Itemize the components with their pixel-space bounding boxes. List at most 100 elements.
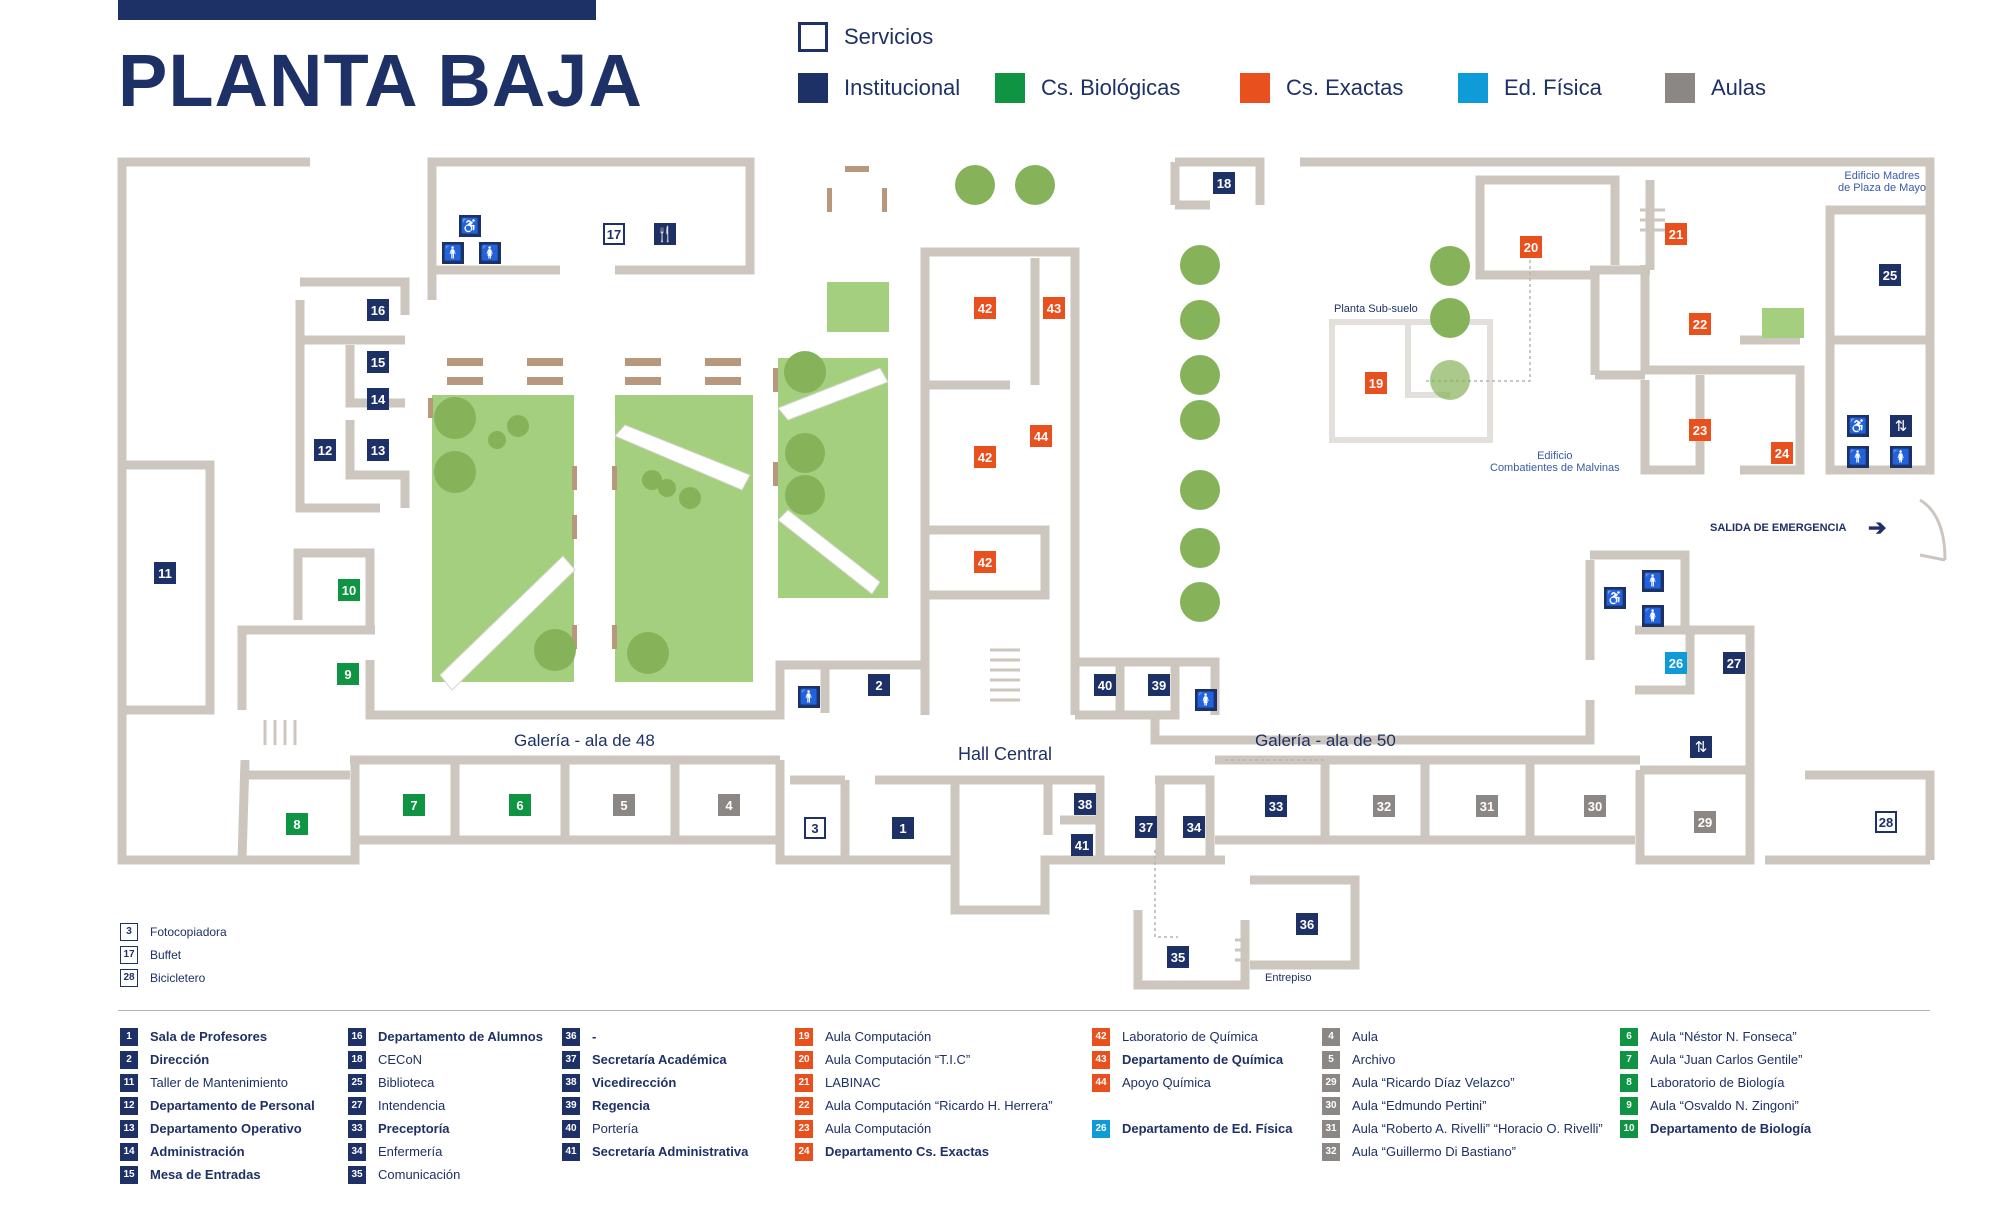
index-label: Portería (592, 1121, 639, 1136)
index-label: Aula “Ricardo Díaz Velazco” (1352, 1075, 1515, 1090)
index-number: 5 (1322, 1050, 1340, 1069)
room-marker-16[interactable]: 16 (367, 299, 389, 321)
service-label: Fotocopiadora (150, 924, 227, 939)
room-marker-42[interactable]: 42 (974, 446, 996, 468)
index-label: Aula “Edmundo Pertini” (1352, 1098, 1487, 1113)
room-marker-34[interactable]: 34 (1183, 816, 1205, 838)
room-marker-44[interactable]: 44 (1030, 425, 1052, 447)
room-marker-37[interactable]: 37 (1135, 816, 1157, 838)
room-marker-15[interactable]: 15 (367, 351, 389, 373)
index-number: 10 (1620, 1119, 1638, 1138)
wheelchair-icon: ♿ (459, 215, 481, 237)
index-label: Aula “Juan Carlos Gentile” (1650, 1052, 1803, 1067)
index-number: 13 (120, 1119, 138, 1138)
room-marker-17[interactable]: 17 (603, 223, 625, 245)
service-number: 28 (120, 968, 138, 987)
index-number: 24 (795, 1142, 813, 1161)
index-number: 33 (348, 1119, 366, 1138)
room-marker-6[interactable]: 6 (509, 794, 531, 816)
room-marker-33[interactable]: 33 (1265, 795, 1287, 817)
room-marker-43[interactable]: 43 (1043, 297, 1065, 319)
room-marker-42[interactable]: 42 (974, 297, 996, 319)
index-label: Administración (150, 1144, 245, 1159)
restroom-icon: 🚺 (1195, 689, 1217, 711)
room-marker-2[interactable]: 2 (868, 674, 890, 696)
legend-swatch (798, 22, 828, 52)
room-marker-24[interactable]: 24 (1771, 442, 1793, 464)
index-label: Departamento de Alumnos (378, 1029, 543, 1044)
room-marker-36[interactable]: 36 (1296, 913, 1318, 935)
room-marker-27[interactable]: 27 (1723, 652, 1745, 674)
index-number: 1 (120, 1027, 138, 1046)
room-marker-13[interactable]: 13 (367, 439, 389, 461)
room-marker-32[interactable]: 32 (1373, 795, 1395, 817)
room-marker-20[interactable]: 20 (1520, 236, 1542, 258)
index-label: Aula “Roberto A. Rivelli” “Horacio O. Ri… (1352, 1121, 1603, 1136)
room-marker-26[interactable]: 26 (1665, 652, 1687, 674)
room-marker-29[interactable]: 29 (1694, 811, 1716, 833)
room-marker-21[interactable]: 21 (1665, 223, 1687, 245)
room-marker-23[interactable]: 23 (1689, 419, 1711, 441)
room-marker-18[interactable]: 18 (1213, 172, 1235, 194)
room-marker-19[interactable]: 19 (1365, 372, 1387, 394)
index-label: Intendencia (378, 1098, 446, 1113)
room-marker-3[interactable]: 3 (804, 817, 826, 839)
legend-label: Cs. Exactas (1286, 75, 1404, 100)
room-marker-9[interactable]: 9 (337, 663, 359, 685)
room-marker-40[interactable]: 40 (1094, 674, 1116, 696)
room-marker-12[interactable]: 12 (314, 439, 336, 461)
restroom-icon: 🚹 (1642, 570, 1664, 592)
index-label: Departamento de Ed. Física (1122, 1121, 1293, 1136)
index-number: 22 (795, 1096, 813, 1115)
index-number: 39 (562, 1096, 580, 1115)
legend-swatch (1240, 73, 1270, 103)
room-marker-1[interactable]: 1 (892, 817, 914, 839)
room-marker-28[interactable]: 28 (1875, 811, 1897, 833)
restroom-icon: 🚺 (1890, 446, 1912, 468)
legend-item-bio: Cs. Biológicas (995, 73, 1180, 103)
legend-label: Servicios (844, 24, 934, 49)
room-marker-10[interactable]: 10 (338, 579, 360, 601)
index-number: 37 (562, 1050, 580, 1069)
index-number: 23 (795, 1119, 813, 1138)
room-marker-38[interactable]: 38 (1074, 793, 1096, 815)
room-marker-7[interactable]: 7 (403, 794, 425, 816)
room-marker-30[interactable]: 30 (1584, 795, 1606, 817)
legend-swatch (1458, 73, 1488, 103)
index-label: Aula “Osvaldo N. Zingoni” (1650, 1098, 1799, 1113)
room-marker-39[interactable]: 39 (1148, 674, 1170, 696)
index-label: Sala de Profesores (150, 1029, 268, 1044)
room-marker-11[interactable]: 11 (154, 562, 176, 584)
room-marker-8[interactable]: 8 (286, 813, 308, 835)
legend-label: Ed. Física (1504, 75, 1602, 100)
room-marker-31[interactable]: 31 (1476, 795, 1498, 817)
legend-swatch (1665, 73, 1695, 103)
legend-swatch (798, 73, 828, 103)
room-marker-25[interactable]: 25 (1879, 264, 1901, 286)
room-marker-42[interactable]: 42 (974, 551, 996, 573)
room-marker-22[interactable]: 22 (1689, 313, 1711, 335)
room-marker-14[interactable]: 14 (367, 388, 389, 410)
index-label: Aula Computación “Ricardo H. Herrera” (825, 1098, 1053, 1113)
index-label: Taller de Mantenimiento (150, 1075, 289, 1090)
room-marker-4[interactable]: 4 (718, 794, 740, 816)
index-label: Aula Computación (825, 1121, 932, 1136)
room-marker-5[interactable]: 5 (613, 794, 635, 816)
room-marker-41[interactable]: 41 (1071, 834, 1093, 856)
label-entrepiso: Entrepiso (1265, 972, 1312, 984)
room-marker-35[interactable]: 35 (1167, 946, 1189, 968)
index-label: Preceptoría (378, 1121, 450, 1136)
legend-item-srv: Servicios (798, 22, 933, 52)
